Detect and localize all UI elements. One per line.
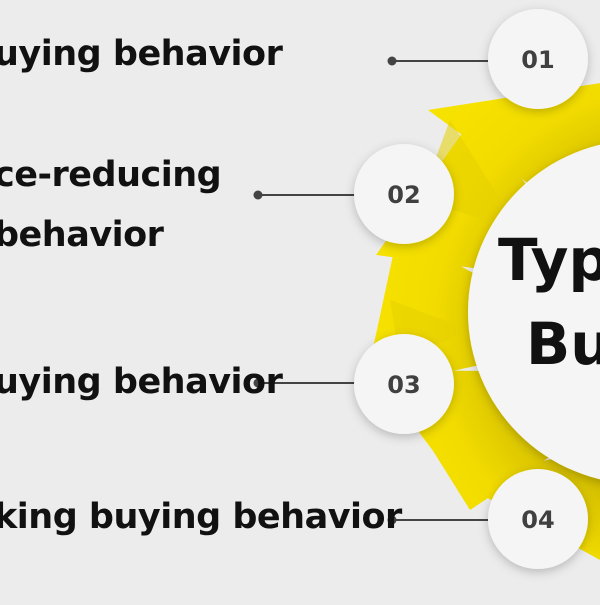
center-title-line1: Typ xyxy=(498,226,600,294)
item-label-03: uying behavior xyxy=(0,362,283,402)
step-number-04: 04 xyxy=(521,506,554,534)
connector-dots xyxy=(253,56,397,525)
item-label-02: ce-reducing xyxy=(0,155,222,195)
item-label-02-line2: behavior xyxy=(0,215,164,255)
step-number-03: 03 xyxy=(387,371,420,399)
connectors xyxy=(258,60,488,521)
center-circle: Typ Bu xyxy=(468,144,600,480)
center-title-line2: Bu xyxy=(526,310,600,378)
step-03: 03 xyxy=(354,334,454,434)
step-01: 01 xyxy=(488,9,588,109)
connector-dot-02 xyxy=(253,190,263,200)
step-number-01: 01 xyxy=(521,46,554,74)
step-02: 02 xyxy=(354,144,454,244)
step-number-02: 02 xyxy=(387,181,420,209)
step-04: 04 xyxy=(488,469,588,569)
connector-dot-04 xyxy=(387,515,397,525)
connector-dot-03 xyxy=(253,378,263,388)
item-label-04: king buying behavior xyxy=(0,497,402,537)
item-label-01: uying behavior xyxy=(0,34,283,74)
connector-dot-01 xyxy=(387,56,397,66)
